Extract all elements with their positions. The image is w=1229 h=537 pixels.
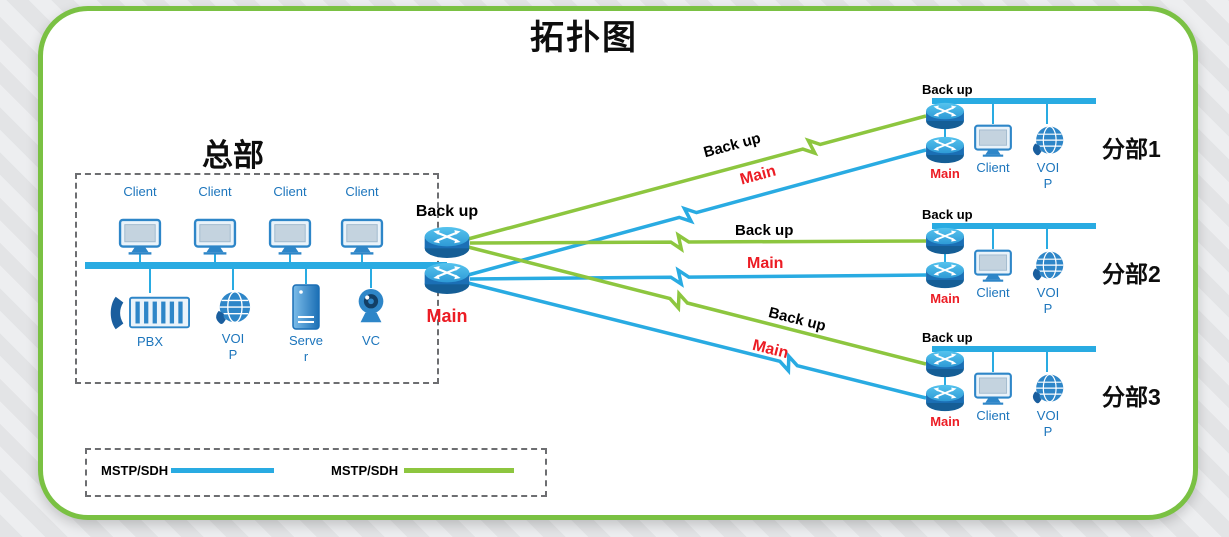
hq-voip-link <box>232 269 234 290</box>
wan-main-link-label-2: Main <box>747 255 784 272</box>
hq-client4-label: Client <box>345 184 379 199</box>
hq-client1-link <box>139 254 141 264</box>
branch-backup-router-label: Back up <box>922 82 973 97</box>
hq-pbx-link <box>149 269 151 293</box>
legend-main-label: MSTP/SDH <box>101 463 169 478</box>
hq-lan-bus <box>85 262 447 269</box>
branch-backup-router-icon <box>924 227 966 255</box>
hq-client2-link <box>214 254 216 264</box>
branch-main-router-label: Main <box>930 166 960 181</box>
branch-main-router-label: Main <box>930 414 960 429</box>
branch-voip-link <box>1046 223 1048 249</box>
voip-label: VOIP <box>221 331 245 363</box>
branch-main-router-icon <box>924 261 966 289</box>
vc-label: VC <box>361 333 381 348</box>
legend-backup-label: MSTP/SDH <box>331 463 399 478</box>
legend-main-line-swatch <box>171 468 274 473</box>
voip-globe-icon <box>1029 372 1067 406</box>
branch-voip-link <box>1046 98 1048 124</box>
branch-name: 分部1 <box>1102 136 1161 162</box>
hq-client3-label: Client <box>273 184 307 199</box>
video-conference-camera-icon <box>352 287 390 327</box>
pbx-label: PBX <box>136 334 163 349</box>
client-computer-icon <box>972 249 1014 283</box>
branch-voip-label: VOIP <box>1036 160 1060 192</box>
legend-backup-line-swatch <box>404 468 514 473</box>
pbx-icon <box>106 293 194 333</box>
branch-backup-router-label: Back up <box>922 330 973 345</box>
server-icon <box>291 283 321 331</box>
branch-client-link <box>992 346 994 372</box>
legend: MSTP/SDH MSTP/SDH <box>85 448 547 497</box>
hq-main-router-label: Main <box>426 306 468 326</box>
branch-lan-bus <box>932 346 1096 352</box>
branch-backup-router-label: Back up <box>922 207 973 222</box>
server-label: Server <box>289 333 323 365</box>
branch-3-group: Back up Main Client VOIP 分部3 <box>900 330 1229 455</box>
branch-2-group: Back up Main Client VOIP 分部2 <box>900 207 1229 332</box>
branch-main-router-icon <box>924 136 966 164</box>
hq-server-link <box>305 269 307 284</box>
client-computer-icon <box>972 124 1014 158</box>
branch-lan-bus <box>932 223 1096 229</box>
hq-backup-router-label: Back up <box>415 203 479 220</box>
branch-backup-router-icon <box>924 350 966 378</box>
client-computer-icon <box>267 218 313 256</box>
hq-title: 总部 <box>202 138 264 173</box>
branch-lan-bus <box>932 98 1096 104</box>
hq-main-router-icon <box>422 262 472 295</box>
branch-client-label: Client <box>976 160 1010 175</box>
hq-client2-label: Client <box>198 184 232 199</box>
branch-voip-label: VOIP <box>1036 408 1060 440</box>
voip-globe-icon <box>1029 124 1067 158</box>
page-title: 拓扑图 <box>530 19 638 57</box>
branch-1-group: Back up Main Client VOIP 分部1 <box>900 82 1229 207</box>
branch-main-router-icon <box>924 384 966 412</box>
branch-name: 分部3 <box>1102 384 1161 410</box>
branch-voip-label: VOIP <box>1036 285 1060 317</box>
voip-globe-icon <box>1029 249 1067 283</box>
hq-client1-label: Client <box>123 184 157 199</box>
hq-client3-link <box>289 254 291 264</box>
client-computer-icon <box>972 372 1014 406</box>
branch-client-label: Client <box>976 408 1010 423</box>
hq-client4-link <box>361 254 363 264</box>
client-computer-icon <box>192 218 238 256</box>
hq-backup-router-icon <box>422 226 472 259</box>
branch-client-link <box>992 98 994 124</box>
hq-boundary <box>75 173 439 384</box>
branch-name: 分部2 <box>1102 261 1161 287</box>
branch-client-label: Client <box>976 285 1010 300</box>
branch-backup-router-icon <box>924 102 966 130</box>
client-computer-icon <box>339 218 385 256</box>
wan-backup-link-label-2: Back up <box>735 222 794 239</box>
branch-main-router-label: Main <box>930 291 960 306</box>
voip-globe-icon <box>212 289 254 327</box>
branch-voip-link <box>1046 346 1048 372</box>
branch-client-link <box>992 223 994 249</box>
hq-vc-link <box>370 269 372 288</box>
client-computer-icon <box>117 218 163 256</box>
